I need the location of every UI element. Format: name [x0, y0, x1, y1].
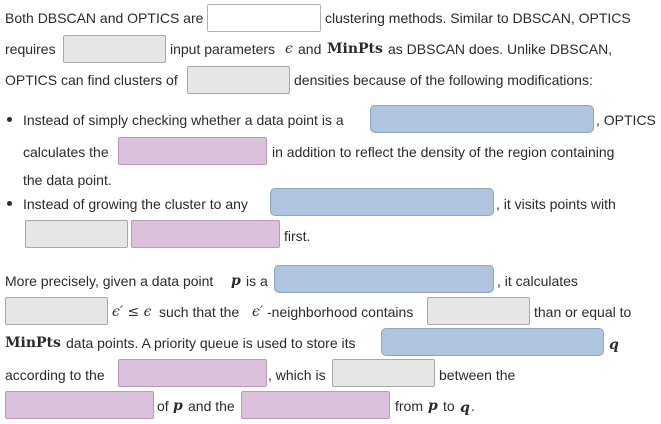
eps-prime-symbol: ϵ′ [252, 304, 264, 320]
bullet2-text-a: Instead of growing the cluster to any [23, 196, 248, 212]
blank-13-drop-zone[interactable] [118, 359, 267, 387]
para-text-5-from: from [395, 398, 423, 414]
blank-11-drop-zone[interactable] [427, 297, 530, 325]
blank-4-drop-zone[interactable] [370, 105, 594, 133]
blank-8-drop-zone[interactable] [131, 220, 280, 248]
bullet2-text-c: first. [284, 228, 311, 244]
para-text-5-of: of [157, 398, 169, 414]
minpts-symbol-2: MinPts [5, 335, 61, 351]
epsilon-symbol: ϵ [285, 41, 293, 57]
blank-15-drop-zone[interactable] [5, 391, 154, 419]
intro-text-2a: requires [5, 41, 56, 57]
para-text-5-to: to [443, 398, 455, 414]
p-symbol-3: p [428, 398, 438, 414]
blank-1-drop-zone[interactable] [207, 4, 321, 32]
minpts-symbol: MinPts [327, 41, 383, 57]
bullet-dot-2 [7, 201, 12, 206]
para-text-2c: than or equal to [534, 304, 632, 320]
blank-5-drop-zone[interactable] [118, 137, 267, 165]
para-text-1a: More precisely, given a data point [5, 273, 214, 289]
blank-2-drop-zone[interactable] [63, 35, 166, 63]
bullet1-text-e: the data point. [23, 172, 112, 188]
blank-14-drop-zone[interactable] [332, 359, 435, 387]
blank-10-drop-zone[interactable] [5, 297, 108, 325]
eps-prime-leq-eps: ϵ′ ≤ ϵ [112, 304, 152, 320]
intro-text-2c: as DBSCAN does. Unlike DBSCAN, [388, 41, 613, 57]
blank-12-drop-zone[interactable] [381, 328, 604, 356]
intro-text-3a: OPTICS can find clusters of [5, 72, 178, 88]
q-symbol-2: q [460, 400, 470, 416]
bullet2-text-b: , it visits points with [496, 196, 616, 212]
blank-16-drop-zone[interactable] [241, 391, 390, 419]
q-symbol-1: q [609, 337, 619, 353]
p-symbol-1: p [231, 273, 241, 289]
bullet-dot-1 [7, 117, 12, 122]
bullet1-text-d: in addition to reflect the density of th… [272, 144, 615, 160]
intro-text-1a: Both DBSCAN and OPTICS are [5, 10, 204, 26]
p-symbol-2: p [173, 398, 183, 414]
para-text-3a: data points. A priority queue is used to… [66, 335, 356, 351]
intro-text-2b: input parameters [170, 41, 276, 57]
para-text-5-period: . [471, 398, 475, 414]
para-text-4a: according to the [5, 367, 105, 383]
blank-6-drop-zone[interactable] [270, 188, 494, 216]
blank-3-drop-zone[interactable] [187, 66, 290, 94]
bullet1-text-b: , OPTICS [596, 112, 656, 128]
bullet1-text-c: calculates the [23, 144, 109, 160]
para-text-2b: -neighborhood contains [267, 304, 414, 320]
para-text-1-isa: is a [246, 273, 268, 289]
para-text-1b: , it calculates [497, 273, 578, 289]
intro-text-2-and: and [298, 41, 322, 57]
bullet1-text-a: Instead of simply checking whether a dat… [23, 112, 344, 128]
blank-9-drop-zone[interactable] [274, 265, 494, 293]
para-text-4c: between the [439, 367, 516, 383]
intro-text-3b: densities because of the following modif… [294, 72, 593, 88]
para-text-5-and: and the [188, 398, 235, 414]
blank-7-drop-zone[interactable] [25, 220, 128, 248]
para-text-2a: such that the [159, 304, 240, 320]
intro-text-1b: clustering methods. Similar to DBSCAN, O… [325, 10, 631, 26]
para-text-4b: , which is [268, 367, 326, 383]
